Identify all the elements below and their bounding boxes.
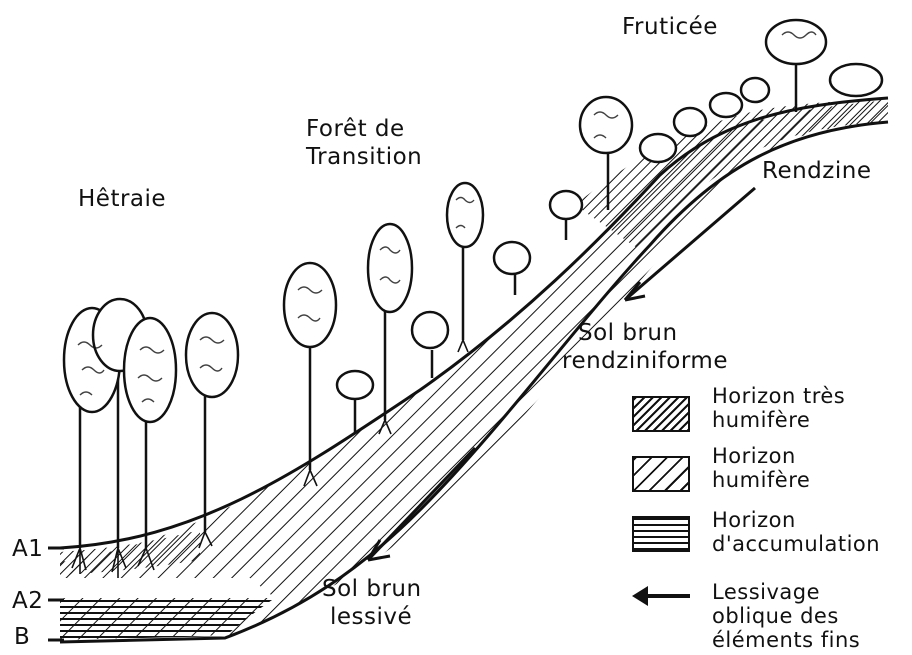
- tree-crown: [580, 97, 632, 153]
- zone-label-fruticee: Fruticée: [622, 14, 718, 41]
- tree-crown: [640, 134, 676, 162]
- horizon-label-b: B: [14, 624, 30, 651]
- zone-label-foret-line1: Forêt de: [306, 116, 405, 143]
- tree-crown: [124, 318, 176, 422]
- legend-label-tres-humifere-line1: Horizon très: [712, 384, 845, 408]
- legend-label-humifere-line1: Horizon: [712, 444, 796, 468]
- zone-label-foret-line2: Transition: [306, 144, 422, 171]
- legend-label-humifere-line2: humifère: [712, 468, 810, 492]
- legend-arrow-icon: [632, 584, 692, 608]
- tree-crown: [368, 224, 412, 312]
- legend-swatch-tres-humifere: [632, 396, 690, 432]
- legend-swatch-accumulation: [632, 516, 690, 552]
- soil-label-sol-brun-rendz-line2: rendziniforme: [562, 348, 728, 375]
- zone-label-hetraie: Hêtraie: [78, 186, 166, 213]
- tree-crown: [494, 242, 530, 274]
- tree-crown: [447, 183, 483, 247]
- tree-crown: [766, 20, 826, 64]
- tree-crown: [284, 263, 336, 347]
- soil-label-sol-brun-rendz-line1: Sol brun: [578, 320, 678, 347]
- soil-label-rendzine: Rendzine: [762, 158, 871, 185]
- horizon-label-a2: A2: [12, 588, 43, 615]
- tree-crown: [710, 93, 742, 117]
- tree-crown: [186, 313, 238, 397]
- legend-label-lessivage-line2: oblique des: [712, 604, 839, 628]
- legend-label-accumulation-line1: Horizon: [712, 508, 796, 532]
- tree-crown: [337, 371, 373, 399]
- tree-crown: [741, 78, 769, 102]
- tree-crown: [674, 108, 706, 136]
- legend-label-lessivage-line3: éléments fins: [712, 628, 860, 652]
- tree-crown: [550, 191, 582, 219]
- soil-label-sol-brun-lessive-line2: lessivé: [330, 604, 412, 631]
- legend-label-accumulation-line2: d'accumulation: [712, 532, 880, 556]
- soil-accumulation-horizon: [60, 598, 275, 640]
- tree-crown: [412, 312, 448, 348]
- legend-label-lessivage-line1: Lessivage: [712, 580, 820, 604]
- horizon-label-a1: A1: [12, 536, 43, 563]
- legend-swatch-humifere: [632, 456, 690, 492]
- legend-label-tres-humifere-line2: humifère: [712, 408, 810, 432]
- soil-label-sol-brun-lessive-line1: Sol brun: [322, 576, 422, 603]
- tree-crown: [830, 64, 882, 96]
